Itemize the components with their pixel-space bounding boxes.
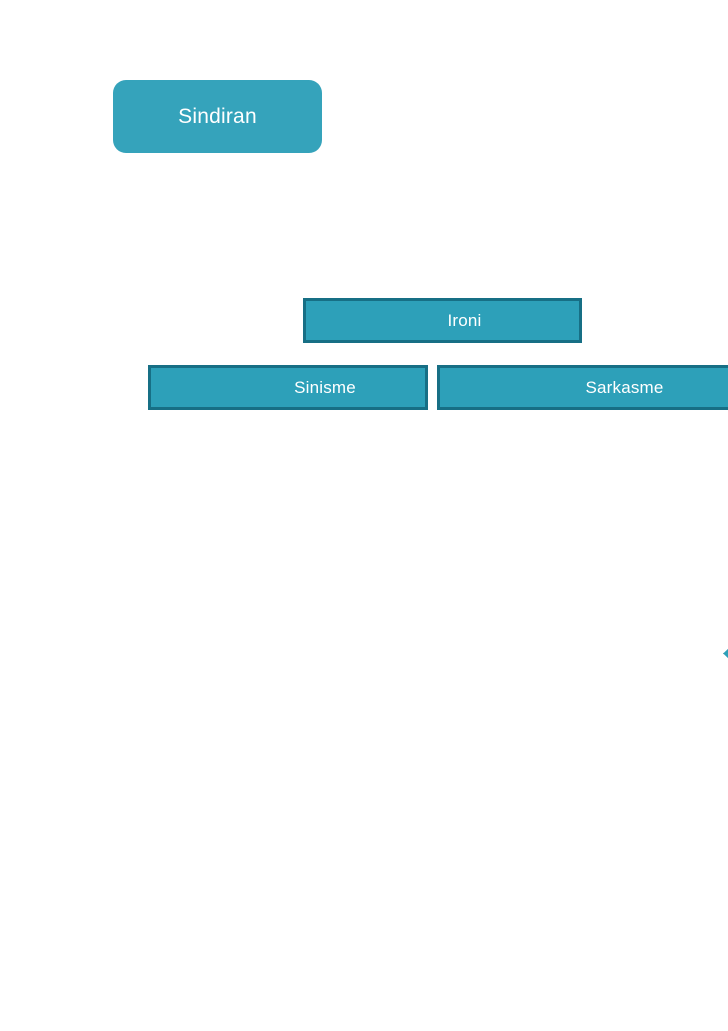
diagram-node-sindiran: Sindiran [113,80,322,153]
diagram-node-sarkasme: Sarkasme [437,365,728,410]
diagram-node-sinisme: Sinisme [148,365,428,410]
clipped-shape-fragment-icon [723,647,728,660]
node-label-sindiran: Sindiran [178,104,257,128]
node-label-sinisme: Sinisme [294,377,356,397]
node-label-sarkasme: Sarkasme [585,377,664,397]
diagram-node-ironi: Ironi [303,298,582,343]
node-label-ironi: Ironi [447,310,482,330]
